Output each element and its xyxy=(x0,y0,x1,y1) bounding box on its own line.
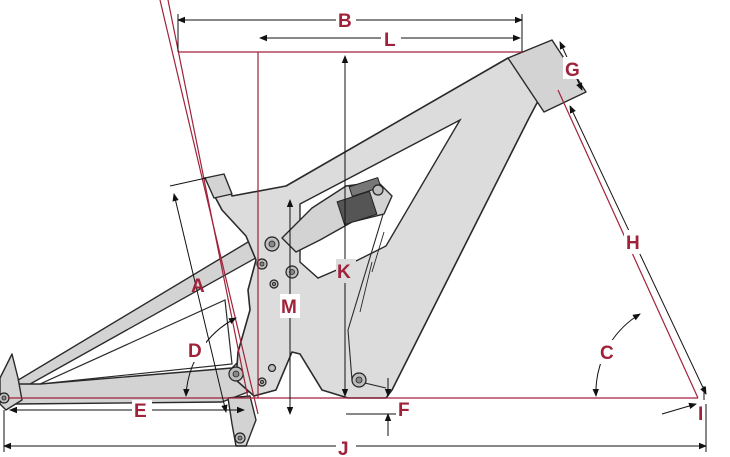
label-m: M xyxy=(281,297,297,318)
seat-tube-top xyxy=(204,173,233,199)
label-d: D xyxy=(188,341,202,362)
dimension-labels: B L G K M A H C D E F I J xyxy=(132,8,703,457)
label-h: H xyxy=(626,233,640,254)
label-f: F xyxy=(398,400,410,421)
label-g: G xyxy=(565,60,580,81)
down-tube-edge xyxy=(347,197,389,389)
label-l: L xyxy=(384,30,396,51)
label-j: J xyxy=(338,439,349,457)
label-e: E xyxy=(134,401,147,422)
label-k: K xyxy=(337,262,351,283)
bike-frame xyxy=(0,39,587,447)
label-a: A xyxy=(191,276,205,297)
head-tube xyxy=(507,39,587,113)
label-c: C xyxy=(600,343,614,364)
label-b: B xyxy=(338,11,352,32)
dim-i xyxy=(661,402,697,415)
label-i: I xyxy=(698,404,703,425)
